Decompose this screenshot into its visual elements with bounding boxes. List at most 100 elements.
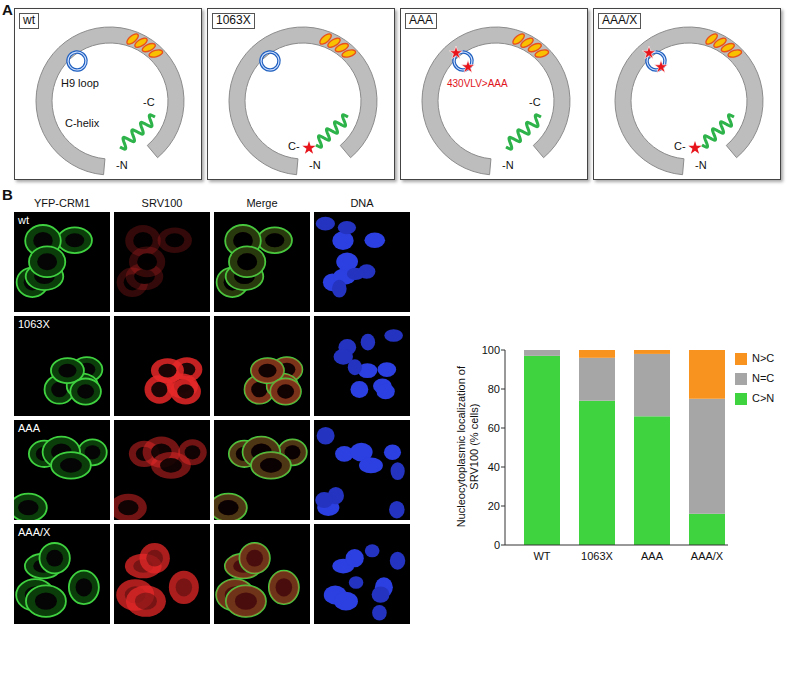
h9-loop: [68, 52, 86, 70]
category-label: AAA/X: [691, 550, 723, 563]
bar-segment: [689, 514, 725, 545]
legend-swatch: [735, 393, 747, 405]
h9-loop: [261, 52, 279, 70]
crm1-schematic: [208, 9, 396, 181]
micrograph-tile: [214, 316, 310, 416]
tick-label: 0: [494, 539, 500, 552]
tick-label: 80: [488, 383, 500, 396]
bar-segment: [524, 350, 560, 356]
micrograph-tile: [214, 524, 310, 624]
c-helix: [120, 115, 155, 149]
bar-segment: [689, 350, 725, 399]
h9-loop: [261, 52, 279, 70]
schematic-label: -N: [695, 159, 707, 172]
micrograph-tile: [14, 316, 110, 416]
row-label: AAA/X: [16, 526, 52, 539]
construct-panel: AAA 430VLV>AAA -C -N: [400, 8, 588, 180]
tick-mark: [501, 545, 505, 546]
row-label: AAA: [16, 422, 42, 435]
construct-panel: wt H9 loopC-helix -C -N: [14, 8, 202, 180]
helix-motif: [727, 49, 742, 59]
x-axis: [505, 545, 728, 546]
micrograph-tile: [114, 420, 210, 520]
bar-segment: [579, 350, 615, 358]
column-header: Merge: [246, 197, 277, 210]
category-label: AAA: [641, 550, 663, 563]
bar-segment: [689, 399, 725, 514]
h9-loop: [68, 52, 86, 70]
c-helix: [316, 115, 348, 147]
panel-tag: wt: [19, 13, 39, 29]
bar-segment: [634, 354, 670, 416]
legend-text: C>N: [752, 392, 774, 404]
legend-text: N>C: [752, 352, 774, 364]
crm1-schematic: [401, 9, 589, 181]
panel-tag: 1063X: [212, 13, 255, 29]
micrograph-tile: [314, 524, 410, 624]
crm1-schematic: [594, 9, 782, 181]
category-label: 1063X: [581, 550, 613, 563]
truncation-star: [302, 141, 315, 154]
schematic-label: 430VLV>AAA: [447, 78, 508, 90]
y-axis: [505, 350, 506, 545]
micrograph-tile: [14, 524, 110, 624]
mutation-star: [449, 46, 462, 59]
mutation-star: [642, 46, 655, 59]
row-label: wt: [16, 214, 31, 227]
mutation-star: [654, 60, 667, 73]
tick-mark: [501, 389, 505, 390]
tick-label: 100: [482, 344, 500, 357]
truncation-star: [688, 141, 701, 154]
helix-motif: [148, 49, 163, 59]
category-label: WT: [533, 550, 550, 563]
tick-label: 60: [488, 422, 500, 435]
c-helix: [702, 115, 734, 147]
helix-motif: [341, 49, 356, 59]
tick-mark: [501, 428, 505, 429]
micrograph-tile: [114, 212, 210, 312]
micrograph-tile: [114, 316, 210, 416]
crm1-ring: [229, 27, 377, 175]
schematic-label: C-: [674, 140, 686, 153]
legend-swatch: [735, 373, 747, 385]
bar-segment: [579, 358, 615, 401]
micrograph-tile: [14, 420, 110, 520]
tick-mark: [501, 350, 505, 351]
tick-mark: [501, 467, 505, 468]
schematic-label: -N: [502, 159, 514, 172]
schematic-label: -C: [529, 96, 541, 109]
micrograph-tile: [314, 316, 410, 416]
tick-label: 20: [488, 500, 500, 513]
crm1-ring: [615, 27, 763, 175]
legend-swatch: [735, 353, 747, 365]
micrograph-tile: [14, 212, 110, 312]
panel-tag: AAA/X: [598, 13, 641, 29]
schematic-label: -N: [116, 159, 128, 172]
bar-segment: [634, 350, 670, 354]
crm1-schematic: [15, 9, 203, 181]
tick-mark: [501, 506, 505, 507]
bar-segment: [524, 356, 560, 545]
crm1-ring: [422, 27, 570, 175]
bar-segment: [634, 416, 670, 545]
mutation-star: [461, 60, 474, 73]
row-label: 1063X: [16, 318, 52, 331]
schematic-label: H9 loop: [61, 77, 99, 90]
micrograph-tile: [314, 420, 410, 520]
construct-panel: 1063X C- -N: [207, 8, 395, 180]
schematic-label: -C: [143, 96, 155, 109]
c-helix: [506, 115, 541, 149]
axis-title: Nucleocytoplasmic localization of SRV100…: [455, 347, 480, 547]
micrograph-tile: [214, 212, 310, 312]
schematic-label: C-: [288, 140, 300, 153]
bar-segment: [579, 401, 615, 545]
micrograph-tile: [314, 212, 410, 312]
schematic-label: C-helix: [65, 117, 99, 130]
panel-letter: B: [2, 186, 13, 203]
construct-panel: AAA/X C- -N: [593, 8, 781, 180]
schematic-label: -N: [309, 159, 321, 172]
panel-tag: AAA: [405, 13, 437, 29]
column-header: SRV100: [142, 197, 183, 210]
helix-motif: [534, 49, 549, 59]
